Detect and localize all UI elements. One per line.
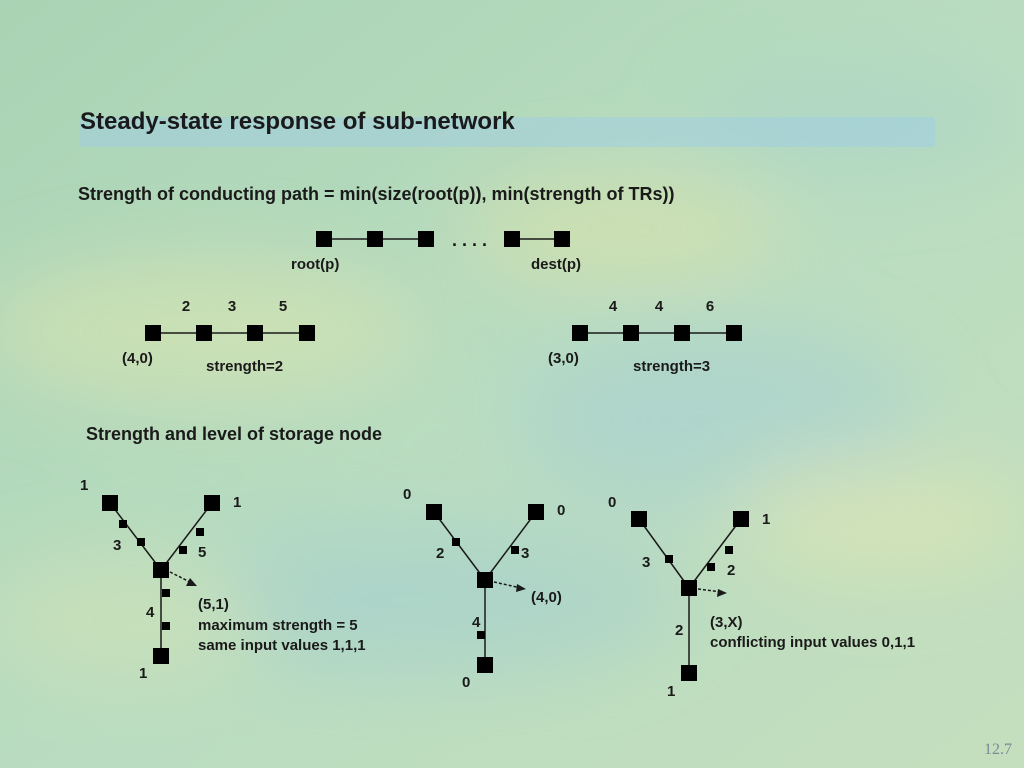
transistor-dot — [665, 555, 673, 563]
transistor-square — [674, 325, 690, 341]
title-highlight-band — [80, 117, 935, 147]
chain-example-1: 2 3 5 (4,0) strength=2 — [122, 298, 315, 375]
transistor-dot — [196, 528, 204, 536]
size-label: 4 — [609, 298, 618, 315]
root-state-label: (3,0) — [548, 350, 579, 367]
transistor-square — [623, 325, 639, 341]
branch-wire — [160, 502, 213, 571]
storage-node-square — [153, 562, 169, 578]
input-value-label: 0 — [608, 494, 616, 511]
storage-node-heading: Strength and level of storage node — [86, 424, 383, 444]
branch-wire — [109, 502, 162, 571]
storage-node-square — [477, 572, 493, 588]
transistor-dot — [452, 538, 460, 546]
root-state-label: (4,0) — [122, 350, 153, 367]
size-label: 4 — [472, 614, 481, 631]
size-label: 5 — [279, 298, 287, 315]
size-label: 4 — [655, 298, 664, 315]
storage-node-square — [572, 325, 588, 341]
transistor-dot — [725, 546, 733, 554]
input-value-label: 1 — [233, 494, 241, 511]
input-node-square — [733, 511, 749, 527]
branch-wire — [484, 511, 537, 581]
transistor-dot — [707, 563, 715, 571]
input-node-square — [426, 504, 442, 520]
branch-wire — [638, 518, 690, 589]
transistor-square — [247, 325, 263, 341]
input-node-square — [153, 648, 169, 664]
node-square — [316, 231, 332, 247]
transistor-dot — [179, 546, 187, 554]
node-square — [418, 231, 434, 247]
storage-note: conflicting input values 0,1,1 — [710, 634, 915, 651]
path-example: . . . . root(p) dest(p) — [291, 230, 581, 273]
transistor-dot — [137, 538, 145, 546]
input-value-label: 1 — [667, 683, 675, 700]
size-label: 3 — [521, 545, 529, 562]
page-number: 12.7 — [984, 741, 1012, 758]
storage-example-2: 0 0 0 2 3 4 (4,0) — [403, 486, 565, 691]
input-value-label: 0 — [557, 502, 565, 519]
storage-result-label: (5,1) — [198, 596, 229, 613]
arrow-head — [186, 578, 197, 586]
root-label: root(p) — [291, 256, 339, 273]
storage-result-label: (3,X) — [710, 614, 743, 631]
input-node-square — [528, 504, 544, 520]
storage-note: maximum strength = 5 — [198, 617, 358, 634]
path-ellipsis: . . . . — [452, 230, 487, 250]
input-value-label: 0 — [403, 486, 411, 503]
strength-result: strength=2 — [206, 358, 283, 375]
storage-result-label: (4,0) — [531, 589, 562, 606]
transistor-dot — [162, 622, 170, 630]
input-node-square — [102, 495, 118, 511]
transistor-dot — [477, 631, 485, 639]
strength-formula: Strength of conducting path = min(size(r… — [78, 184, 675, 204]
transistor-square — [299, 325, 315, 341]
size-label: 3 — [113, 537, 121, 554]
size-label: 4 — [146, 604, 155, 621]
arrow-head — [717, 589, 727, 597]
arrow-head — [516, 584, 526, 592]
dest-label: dest(p) — [531, 256, 581, 273]
branch-wire — [688, 518, 742, 589]
size-label: 5 — [198, 544, 206, 561]
node-square — [504, 231, 520, 247]
size-label: 2 — [182, 298, 190, 315]
input-value-label: 0 — [462, 674, 470, 691]
slide-title: Steady-state response of sub-network — [80, 108, 515, 135]
transistor-dot — [162, 589, 170, 597]
node-square — [554, 231, 570, 247]
size-label: 2 — [727, 562, 735, 579]
storage-example-1: 1 1 1 3 5 4 (5,1) maximum strength = 5 s… — [80, 477, 366, 682]
size-label: 2 — [436, 545, 444, 562]
input-value-label: 1 — [80, 477, 88, 494]
input-node-square — [681, 665, 697, 681]
node-square — [367, 231, 383, 247]
input-value-label: 1 — [762, 511, 770, 528]
strength-result: strength=3 — [633, 358, 710, 375]
size-label: 3 — [228, 298, 236, 315]
transistor-dot — [511, 546, 519, 554]
input-node-square — [204, 495, 220, 511]
transistor-dot — [119, 520, 127, 528]
storage-node-square — [145, 325, 161, 341]
transistor-square — [726, 325, 742, 341]
chain-example-2: 4 4 6 (3,0) strength=3 — [548, 298, 742, 375]
input-node-square — [631, 511, 647, 527]
input-value-label: 1 — [139, 665, 147, 682]
transistor-square — [196, 325, 212, 341]
size-label: 3 — [642, 554, 650, 571]
input-node-square — [477, 657, 493, 673]
storage-node-square — [681, 580, 697, 596]
size-label: 2 — [675, 622, 683, 639]
storage-example-3: 0 1 1 3 2 2 (3,X) conflicting input valu… — [608, 494, 915, 700]
output-arrow — [169, 571, 193, 584]
storage-note: same input values 1,1,1 — [198, 637, 366, 654]
size-label: 6 — [706, 298, 714, 315]
